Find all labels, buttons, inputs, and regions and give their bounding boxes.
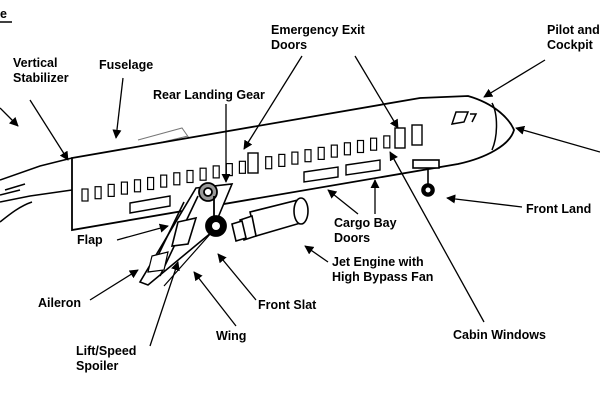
label-emergency-exit-doors: Emergency Exit Doors	[271, 23, 365, 52]
jet-engine	[231, 197, 309, 243]
nose-cockpit	[450, 102, 498, 151]
cabin-window	[317, 146, 325, 160]
cabin-window	[225, 163, 233, 177]
arrow-emergency-exit	[354, 55, 399, 129]
cabin-window	[160, 174, 168, 188]
cabin-window	[212, 165, 220, 179]
cabin-window	[383, 135, 391, 149]
arrow-wing	[193, 271, 237, 327]
label-front-landing: Front Land	[526, 202, 592, 216]
cabin-window	[147, 176, 155, 191]
label-vertical-stabilizer: Vertical Stabilizer	[13, 56, 69, 85]
label-lift-speed-spoiler: Lift/Speed Spoiler	[76, 344, 137, 373]
cabin-window	[133, 179, 142, 193]
arrow-vertical-stabilizer	[29, 99, 69, 161]
cabin-window	[238, 160, 246, 174]
cabin-window	[199, 167, 207, 181]
arrow-fragment	[0, 107, 19, 127]
label-jet-engine: Jet Engine with High Bypass Fan	[332, 255, 434, 284]
cabin-window	[265, 156, 273, 170]
arrow-cabin-windows	[389, 151, 485, 323]
arrow-fuselage	[112, 77, 124, 139]
cabin-window	[343, 142, 351, 156]
cabin-window	[186, 169, 194, 184]
label-wing: Wing	[216, 329, 247, 343]
cabin-window-row	[81, 135, 391, 202]
arrow-jet-engine	[304, 245, 329, 263]
label-flap: Flap	[77, 233, 103, 247]
cabin-window	[304, 149, 312, 163]
cabin-window	[107, 183, 115, 197]
pointer-arrows	[0, 55, 600, 347]
cabin-window	[81, 188, 89, 202]
arrow-front-landing	[446, 194, 523, 208]
arrow-emergency-exit-2	[243, 55, 303, 150]
cabin-window	[330, 144, 338, 158]
front-landing-gear	[412, 159, 440, 197]
cabin-window	[370, 137, 378, 151]
arrow-spoiler	[149, 261, 180, 347]
rear-landing-gear	[198, 182, 227, 237]
label-cabin-windows: Cabin Windows	[453, 328, 546, 342]
label-rear-landing-gear: Rear Landing Gear	[153, 88, 265, 102]
label-pilot-cockpit: Pilot and Cockpit	[547, 23, 600, 52]
arrow-pilot-cockpit	[483, 59, 546, 98]
cabin-window	[291, 151, 299, 165]
arrow-nose	[515, 125, 600, 153]
cabin-window	[356, 139, 365, 154]
cabin-window	[120, 181, 129, 195]
label-fuselage: Fuselage	[99, 58, 154, 72]
corner-label-fragment: e	[0, 7, 7, 21]
arrow-flap	[116, 223, 169, 241]
cargo-bay-doors	[129, 159, 381, 214]
label-cargo-bay-doors: Cargo Bay Doors	[334, 216, 397, 245]
cabin-window	[278, 153, 286, 167]
wing	[138, 183, 234, 287]
arrow-cargo-bay-1	[327, 189, 359, 215]
tail-section	[0, 157, 73, 223]
cabin-window	[94, 186, 102, 200]
label-aileron: Aileron	[38, 296, 82, 310]
cabin-window	[173, 172, 181, 186]
arrow-front-slat	[217, 253, 257, 301]
label-front-slat: Front Slat	[258, 298, 317, 312]
emergency-exit-doors	[247, 124, 423, 174]
arrow-aileron	[89, 269, 139, 301]
